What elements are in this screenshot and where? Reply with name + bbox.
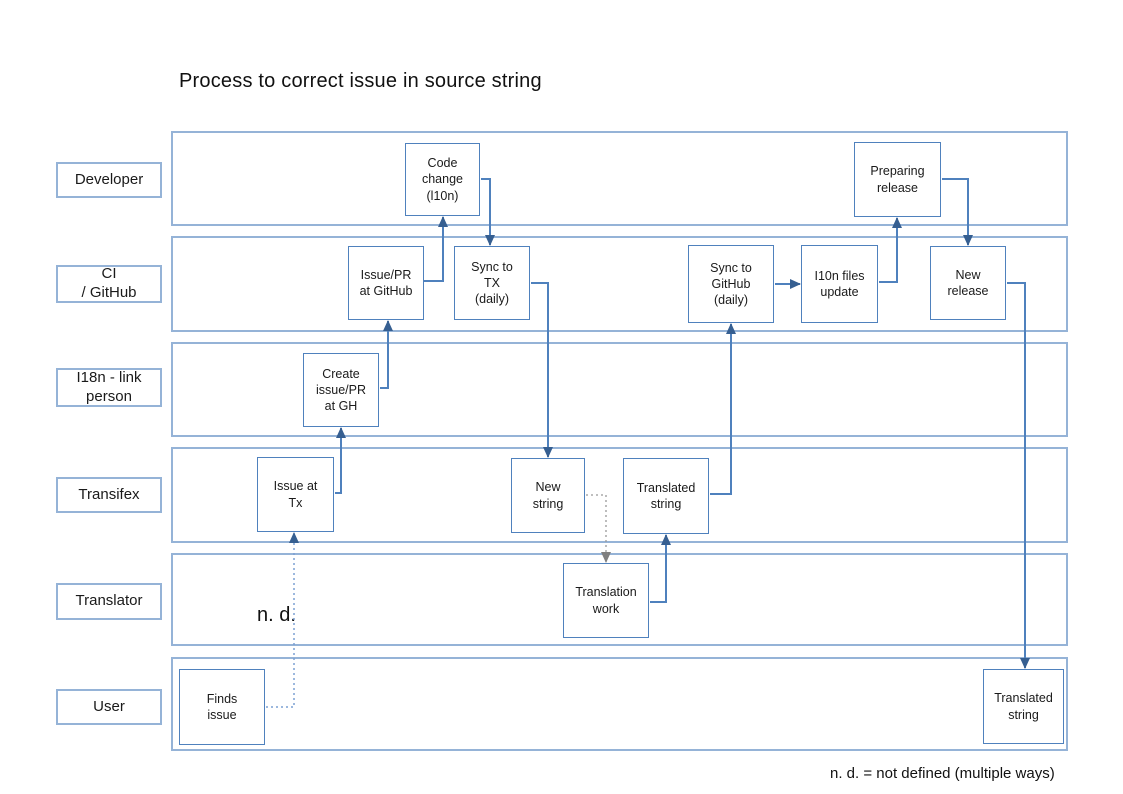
lane-label-developer: Developer — [56, 162, 162, 198]
node-sync-to-github: Sync to GitHub (daily) — [688, 245, 774, 323]
node-preparing-release: Preparing release — [854, 142, 941, 217]
lane-label-i18n-link-person: I18n - link person — [56, 368, 162, 407]
node-code-change: Code change (l10n) — [405, 143, 480, 216]
lane-translator — [171, 553, 1068, 646]
page-title: Process to correct issue in source strin… — [179, 70, 542, 92]
node-issue-at-tx: Issue at Tx — [257, 457, 334, 532]
legend-note: n. d. = not defined (multiple ways) — [830, 765, 1055, 782]
node-translated-string-tx: Translated string — [623, 458, 709, 534]
lane-label-ci-github: CI / GitHub — [56, 265, 162, 303]
lane-i18n-link-person — [171, 342, 1068, 437]
node-translation-work: Translation work — [563, 563, 649, 638]
lane-developer — [171, 131, 1068, 226]
lane-label-translator: Translator — [56, 583, 162, 620]
node-l10n-files-update: I10n files update — [801, 245, 878, 323]
lane-ci-github — [171, 236, 1068, 332]
node-new-string: New string — [511, 458, 585, 533]
nd-annotation: n. d. — [257, 604, 296, 626]
node-issue-pr-github: Issue/PR at GitHub — [348, 246, 424, 320]
lane-label-user: User — [56, 689, 162, 725]
node-translated-string-user: Translated string — [983, 669, 1064, 744]
lane-user — [171, 657, 1068, 751]
node-finds-issue: Finds issue — [179, 669, 265, 745]
node-sync-to-tx: Sync to TX (daily) — [454, 246, 530, 320]
node-create-issue-pr: Create issue/PR at GH — [303, 353, 379, 427]
node-new-release: New release — [930, 246, 1006, 320]
lane-label-transifex: Transifex — [56, 477, 162, 513]
lane-transifex — [171, 447, 1068, 543]
